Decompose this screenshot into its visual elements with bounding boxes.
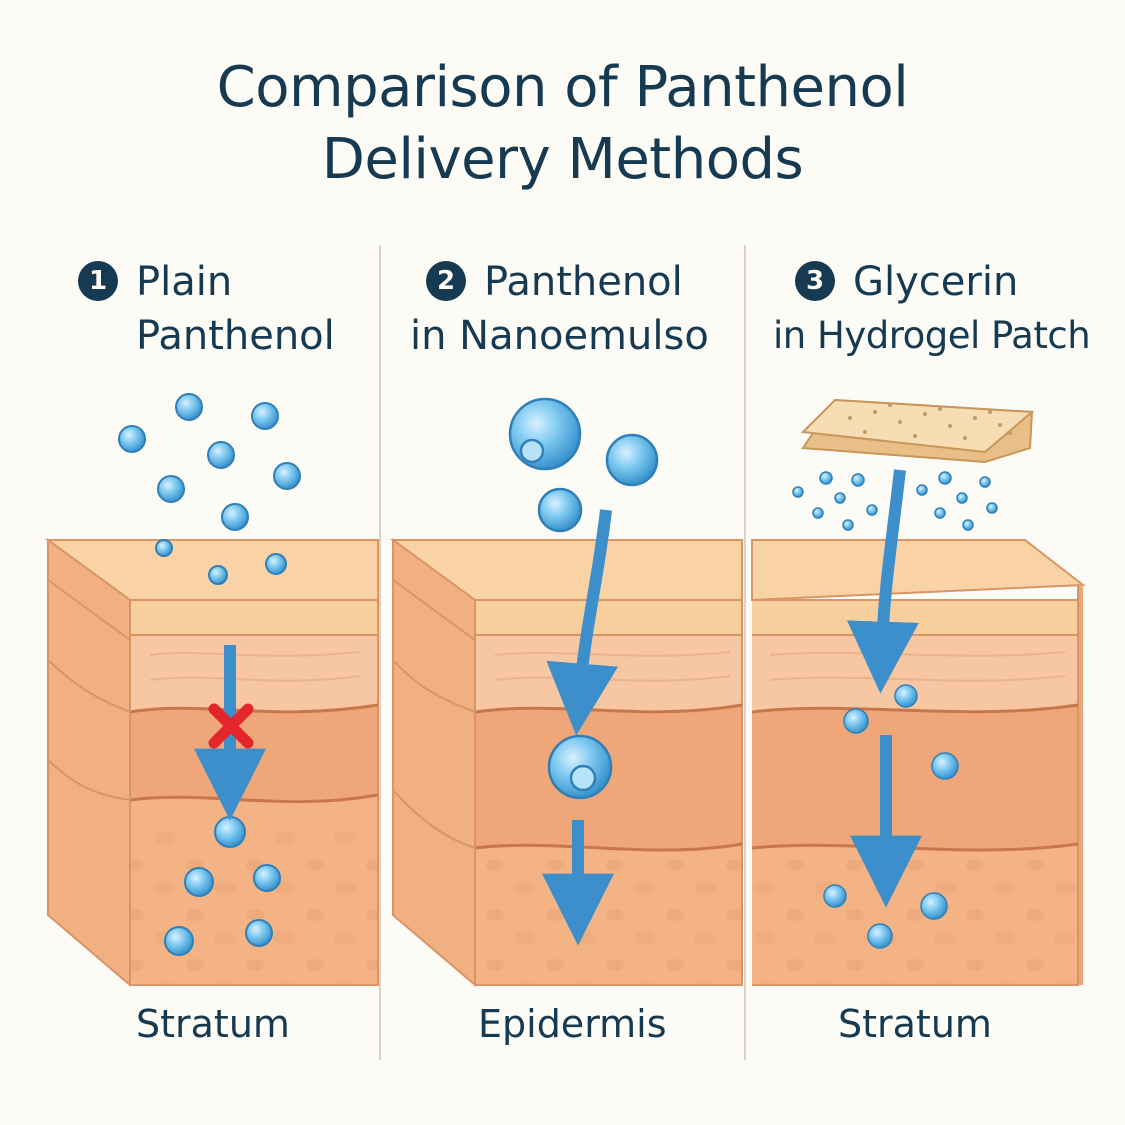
panel-2-heading: 2 Panthenol in Nanoemulso (410, 255, 709, 363)
blocked-x-icon (208, 703, 254, 749)
skin-block-1 (44, 538, 379, 988)
diagram-title-line1: Comparison of Panthenol (216, 55, 909, 120)
arrow-down-icon (846, 469, 919, 694)
skin-block-3 (751, 539, 1086, 986)
panel-3-droplets (792, 471, 998, 949)
diagram-title-line2: Delivery Methods (321, 127, 804, 192)
arrow-down-icon (546, 509, 619, 736)
panel-2-heading-line2: in Nanoemulso (410, 313, 709, 359)
panel-divider-1 (379, 245, 381, 1060)
panel-1-heading-line2: Panthenol (136, 313, 335, 359)
panel-1-caption: Stratum (136, 1002, 290, 1046)
panel-1-heading-line1: Plain (136, 259, 233, 305)
diagram-title: Comparison of Panthenol Delivery Methods (0, 52, 1125, 196)
step-number-badge: 1 (78, 261, 118, 301)
panel-3-heading-line2: in Hydrogel Patch (773, 314, 1091, 357)
step-number-badge: 2 (426, 261, 466, 301)
panel-3-heading-line1: Glycerin (853, 259, 1019, 305)
panel-1-droplets (118, 393, 301, 956)
panel-3-caption: Stratum (838, 1002, 992, 1046)
hydrogel-patch-icon (800, 398, 1035, 464)
panel-3-heading: 3 Glycerin in Hydrogel Patch (773, 255, 1091, 363)
panel-2-caption: Epidermis (478, 1002, 667, 1046)
step-number-badge: 3 (795, 261, 835, 301)
panel-divider-2 (744, 245, 746, 1060)
nanoemulsion-bubble-icon (508, 397, 659, 800)
panel-2-heading-line1: Panthenol (484, 259, 683, 305)
panel-1-heading: 1 Plain Panthenol (78, 255, 335, 363)
